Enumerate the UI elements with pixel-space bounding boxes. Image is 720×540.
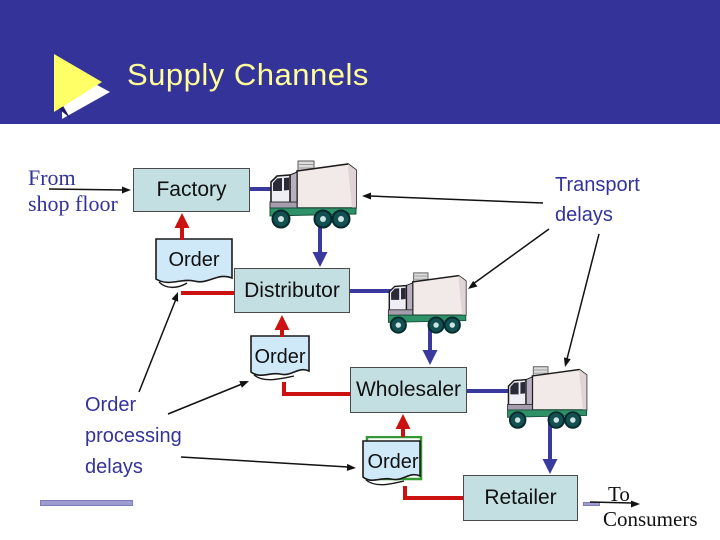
- order-document-2: Order: [250, 335, 310, 387]
- node-label: Retailer: [484, 486, 557, 509]
- node-factory: Factory: [133, 168, 250, 212]
- label-line: processing: [85, 425, 182, 447]
- label-from-shop-floor: From shop floor: [28, 165, 118, 217]
- label-line: Order: [85, 394, 137, 416]
- node-label: Distributor: [244, 278, 340, 302]
- label-line: Transport: [555, 174, 640, 196]
- play-triangle-icon: [54, 54, 110, 119]
- label-transport-delays: Transport delays: [555, 170, 640, 230]
- node-retailer: Retailer: [463, 475, 578, 521]
- label-line: delays: [555, 204, 613, 226]
- slide-title: Supply Channels: [127, 57, 369, 92]
- node-label: Wholesaler: [355, 378, 462, 401]
- order-document-3: Order: [362, 436, 424, 490]
- truck-icon: [264, 158, 364, 232]
- label-line: From: [28, 165, 76, 190]
- order-label: Order: [367, 450, 419, 473]
- order-label: Order: [254, 345, 306, 368]
- label-line: delays: [85, 456, 143, 478]
- order-label: Order: [168, 248, 220, 271]
- node-wholesaler: Wholesaler: [350, 367, 467, 413]
- order-document-1: Order: [155, 238, 233, 296]
- label-to-consumers: To Consumers: [603, 482, 698, 532]
- label-line: Consumers: [603, 507, 698, 531]
- truck-icon: [383, 270, 473, 337]
- accent-dash: [583, 502, 600, 506]
- truck-icon: [502, 364, 594, 432]
- label-line: shop floor: [28, 191, 118, 216]
- label-order-processing-delays: Order processing delays: [85, 390, 182, 483]
- document-shape-icon: [250, 335, 310, 381]
- node-label: Factory: [156, 178, 227, 201]
- document-shape-icon: [362, 436, 423, 486]
- document-shape-icon: [155, 238, 233, 289]
- label-line: To: [608, 482, 630, 506]
- node-distributor: Distributor: [234, 268, 350, 313]
- accent-line: [40, 500, 133, 506]
- header-band: [0, 0, 720, 124]
